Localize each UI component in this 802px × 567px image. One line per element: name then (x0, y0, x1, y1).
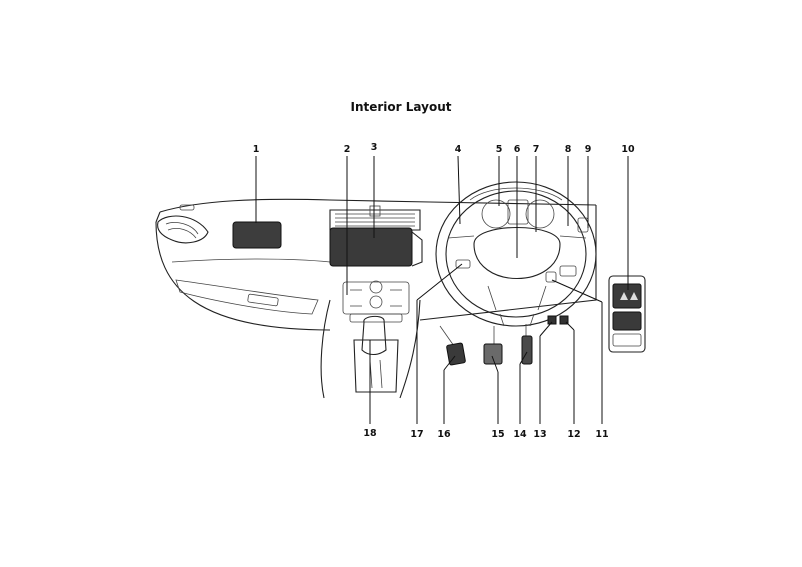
callout-13: 13 (533, 429, 546, 440)
steering-wheel (435, 181, 597, 327)
pedals (439, 315, 569, 366)
callout-11: 11 (595, 429, 608, 440)
callout-5: 5 (496, 144, 503, 155)
callout-8: 8 (565, 144, 572, 155)
diagram-title: Interior Layout (350, 100, 452, 114)
callout-labels: 1 2 3 4 5 6 7 8 9 10 18 17 16 15 14 13 1… (253, 142, 635, 440)
leader-lines (255, 155, 629, 424)
left-air-vent (157, 204, 209, 244)
callout-6: 6 (514, 144, 521, 155)
callout-2: 2 (344, 144, 351, 155)
callout-4: 4 (455, 144, 462, 155)
callout-1: 1 (253, 144, 260, 155)
callout-10: 10 (621, 144, 635, 155)
passenger-airbag-marker (232, 221, 282, 249)
window-switch-panel (608, 275, 646, 353)
center-console (320, 205, 423, 399)
callout-14: 14 (513, 429, 527, 440)
callout-12: 12 (567, 429, 580, 440)
callout-17: 17 (410, 429, 423, 440)
callout-18: 18 (363, 428, 377, 439)
callout-9: 9 (585, 144, 592, 155)
callout-15: 15 (491, 429, 504, 440)
callout-3: 3 (371, 142, 378, 153)
callout-7: 7 (533, 144, 540, 155)
callout-16: 16 (437, 429, 451, 440)
